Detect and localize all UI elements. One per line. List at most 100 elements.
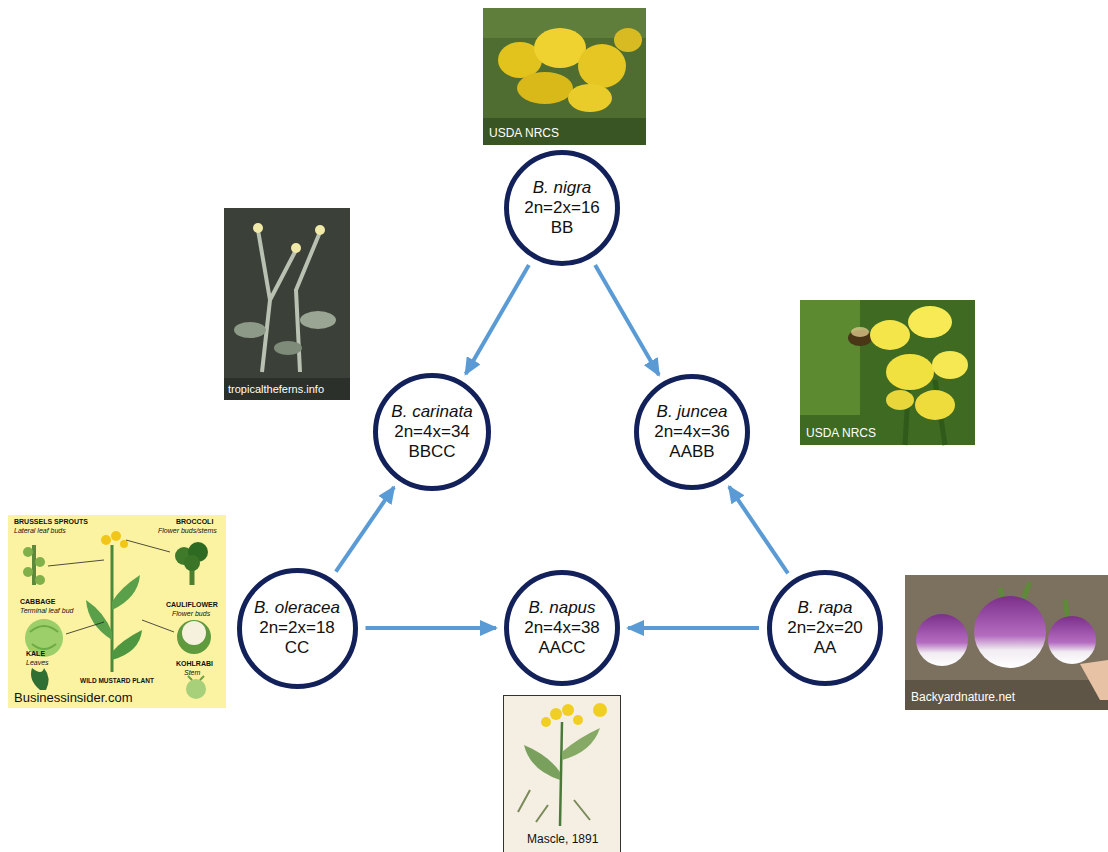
juncea-photo-part xyxy=(908,306,952,338)
species-circle: B. nigra2n=2x=16BB xyxy=(504,150,620,266)
oleracea-illustration-part xyxy=(86,600,112,640)
napus-print-part xyxy=(562,728,600,760)
oleracea-illustration-part xyxy=(126,540,170,552)
arrow-connector xyxy=(336,487,394,571)
part-name: KALE xyxy=(26,650,45,658)
photo-credit: Backyardnature.net xyxy=(911,691,1015,705)
part-name: WILD MUSTARD PLANT xyxy=(80,677,154,684)
part-note: Flower buds xyxy=(172,610,210,618)
part-note: Lateral leaf buds xyxy=(14,527,66,535)
part-name: BRUSSELS SPROUTS xyxy=(14,518,88,526)
oleracea-illustration-part xyxy=(142,620,174,632)
part-note: Flower buds/stems xyxy=(158,527,217,535)
arrow-connector xyxy=(366,626,497,630)
oleracea-illustration-part xyxy=(120,540,128,548)
part-name: CAULIFLOWER xyxy=(166,601,218,609)
nigra-photo-part xyxy=(534,28,586,68)
oleracea-illustration-part xyxy=(112,575,140,610)
napus-print-part xyxy=(562,704,574,716)
nigra-photo-part xyxy=(568,84,612,112)
oleracea-illustration-part xyxy=(8,515,226,708)
nigra-photo-part xyxy=(578,44,626,88)
juncea-photo-part xyxy=(915,390,955,420)
species-circle: B. carinata2n=4x=34BBCC xyxy=(373,373,491,491)
chromosome-count: 2n=2x=20 xyxy=(787,618,863,638)
oleracea-illustration-part xyxy=(23,567,33,577)
species-name: B. juncea xyxy=(657,402,728,422)
part-note: Terminal leaf bud xyxy=(20,607,73,615)
napus-print-part xyxy=(560,722,562,826)
rapa-photo-part xyxy=(905,680,1108,710)
napus-print-part xyxy=(593,703,607,717)
nigra-photo-part xyxy=(614,28,642,52)
chromosome-count: 2n=4x=36 xyxy=(654,422,730,442)
juncea-photo-part xyxy=(870,320,910,350)
species-circle: B. rapa2n=2x=20AA xyxy=(767,570,883,686)
photo-credit: tropicaltheferns.info xyxy=(228,383,324,396)
photo-credit: USDA NRCS xyxy=(806,427,876,441)
carinata-photo-part xyxy=(258,230,320,372)
napus-print-part xyxy=(541,717,551,727)
chromosome-count: 2n=4x=34 xyxy=(394,422,470,442)
image-credit: Businessinsider.com xyxy=(14,691,133,706)
rapa-photo-part xyxy=(916,614,968,666)
oleracea-illustration-part xyxy=(186,679,206,699)
part-name: CABBAGE xyxy=(20,598,55,606)
carinata-photo-part xyxy=(224,208,350,400)
juncea-photo-part xyxy=(851,327,869,337)
circle-border xyxy=(507,153,618,264)
part-name: BROCCOLI xyxy=(176,518,213,526)
species-name: B. oleracea xyxy=(254,598,340,618)
nigra-photo xyxy=(483,8,646,145)
arrow-connector xyxy=(628,626,759,630)
part-name: KOHLRABI xyxy=(176,660,213,668)
juncea-photo-part xyxy=(800,300,860,415)
circle-border xyxy=(637,377,748,488)
oleracea-illustration-part xyxy=(101,535,111,545)
species-name: B. carinata xyxy=(391,402,472,422)
oleracea-illustration-part xyxy=(111,531,121,541)
oleracea-illustration-part xyxy=(182,621,206,645)
circle-border xyxy=(770,573,881,684)
juncea-photo-part xyxy=(932,351,968,379)
oleracea-illustration-part xyxy=(66,622,104,634)
napus-print-part xyxy=(524,745,560,780)
nigra-photo-part xyxy=(483,8,646,145)
species-circle: B. napus2n=4x=38AACC xyxy=(504,570,620,686)
arrow-connector xyxy=(466,265,529,374)
nigra-photo-part xyxy=(517,72,573,104)
rapa-photo xyxy=(905,575,1108,710)
carinata-photo-part xyxy=(300,311,336,329)
species-name: B. napus xyxy=(528,598,595,618)
chromosome-count: 2n=2x=16 xyxy=(524,198,600,218)
juncea-photo-part xyxy=(886,390,914,410)
rapa-photo-part xyxy=(1080,660,1108,700)
juncea-photo-part xyxy=(800,300,975,445)
napus-print xyxy=(504,696,621,852)
rapa-photo-part xyxy=(905,575,1108,710)
oleracea-illustration-part xyxy=(30,626,58,649)
carinata-photo-part xyxy=(291,243,301,253)
oleracea-illustration-part xyxy=(31,668,49,690)
arrow-connector xyxy=(729,487,788,574)
napus-print-part xyxy=(504,696,621,852)
oleracea-illustration-part xyxy=(177,620,211,654)
image-credit: Mascle, 1891 xyxy=(527,833,598,847)
oleracea-illustration-part xyxy=(48,560,104,566)
rapa-photo-part xyxy=(974,596,1046,668)
carinata-photo-part xyxy=(274,341,302,355)
genome-formula: AACC xyxy=(538,638,585,658)
juncea-photo-part xyxy=(886,354,934,390)
carinata-photo-part xyxy=(315,225,325,235)
carinata-photo-part xyxy=(234,322,266,338)
oleracea-illustration-part xyxy=(112,630,142,660)
circle-border xyxy=(507,573,618,684)
part-note: Leaves xyxy=(26,659,49,667)
napus-print-part xyxy=(518,790,590,822)
species-name: B. nigra xyxy=(533,178,592,198)
part-note: Stem xyxy=(184,669,200,677)
chromosome-count: 2n=4x=38 xyxy=(524,618,600,638)
genome-formula: BB xyxy=(551,218,574,238)
circle-border xyxy=(239,570,355,686)
